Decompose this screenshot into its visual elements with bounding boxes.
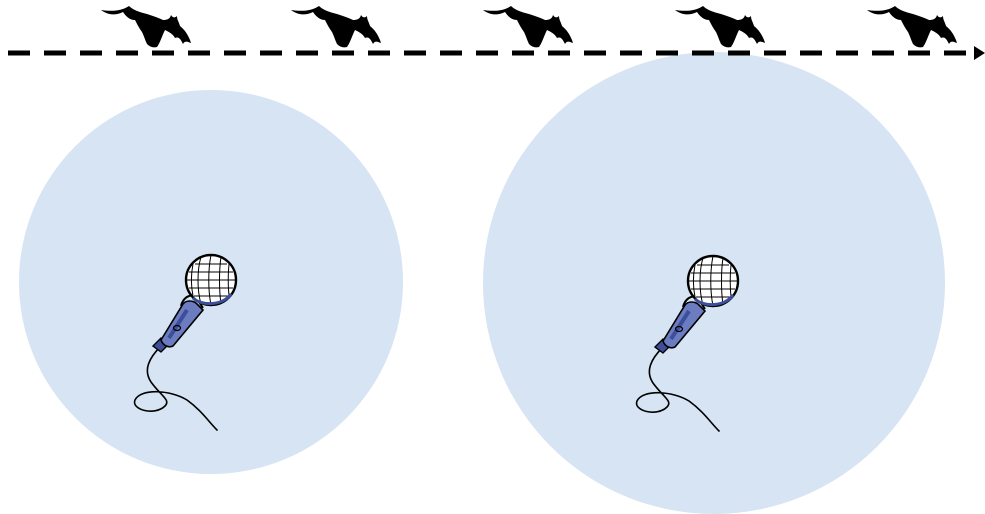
bat-icon [101, 6, 191, 47]
bat-icon [675, 6, 765, 47]
bat-icon [291, 6, 381, 47]
bat-icon [867, 6, 957, 47]
flight-path-arrowhead [974, 46, 985, 60]
bat-icon [483, 6, 573, 47]
